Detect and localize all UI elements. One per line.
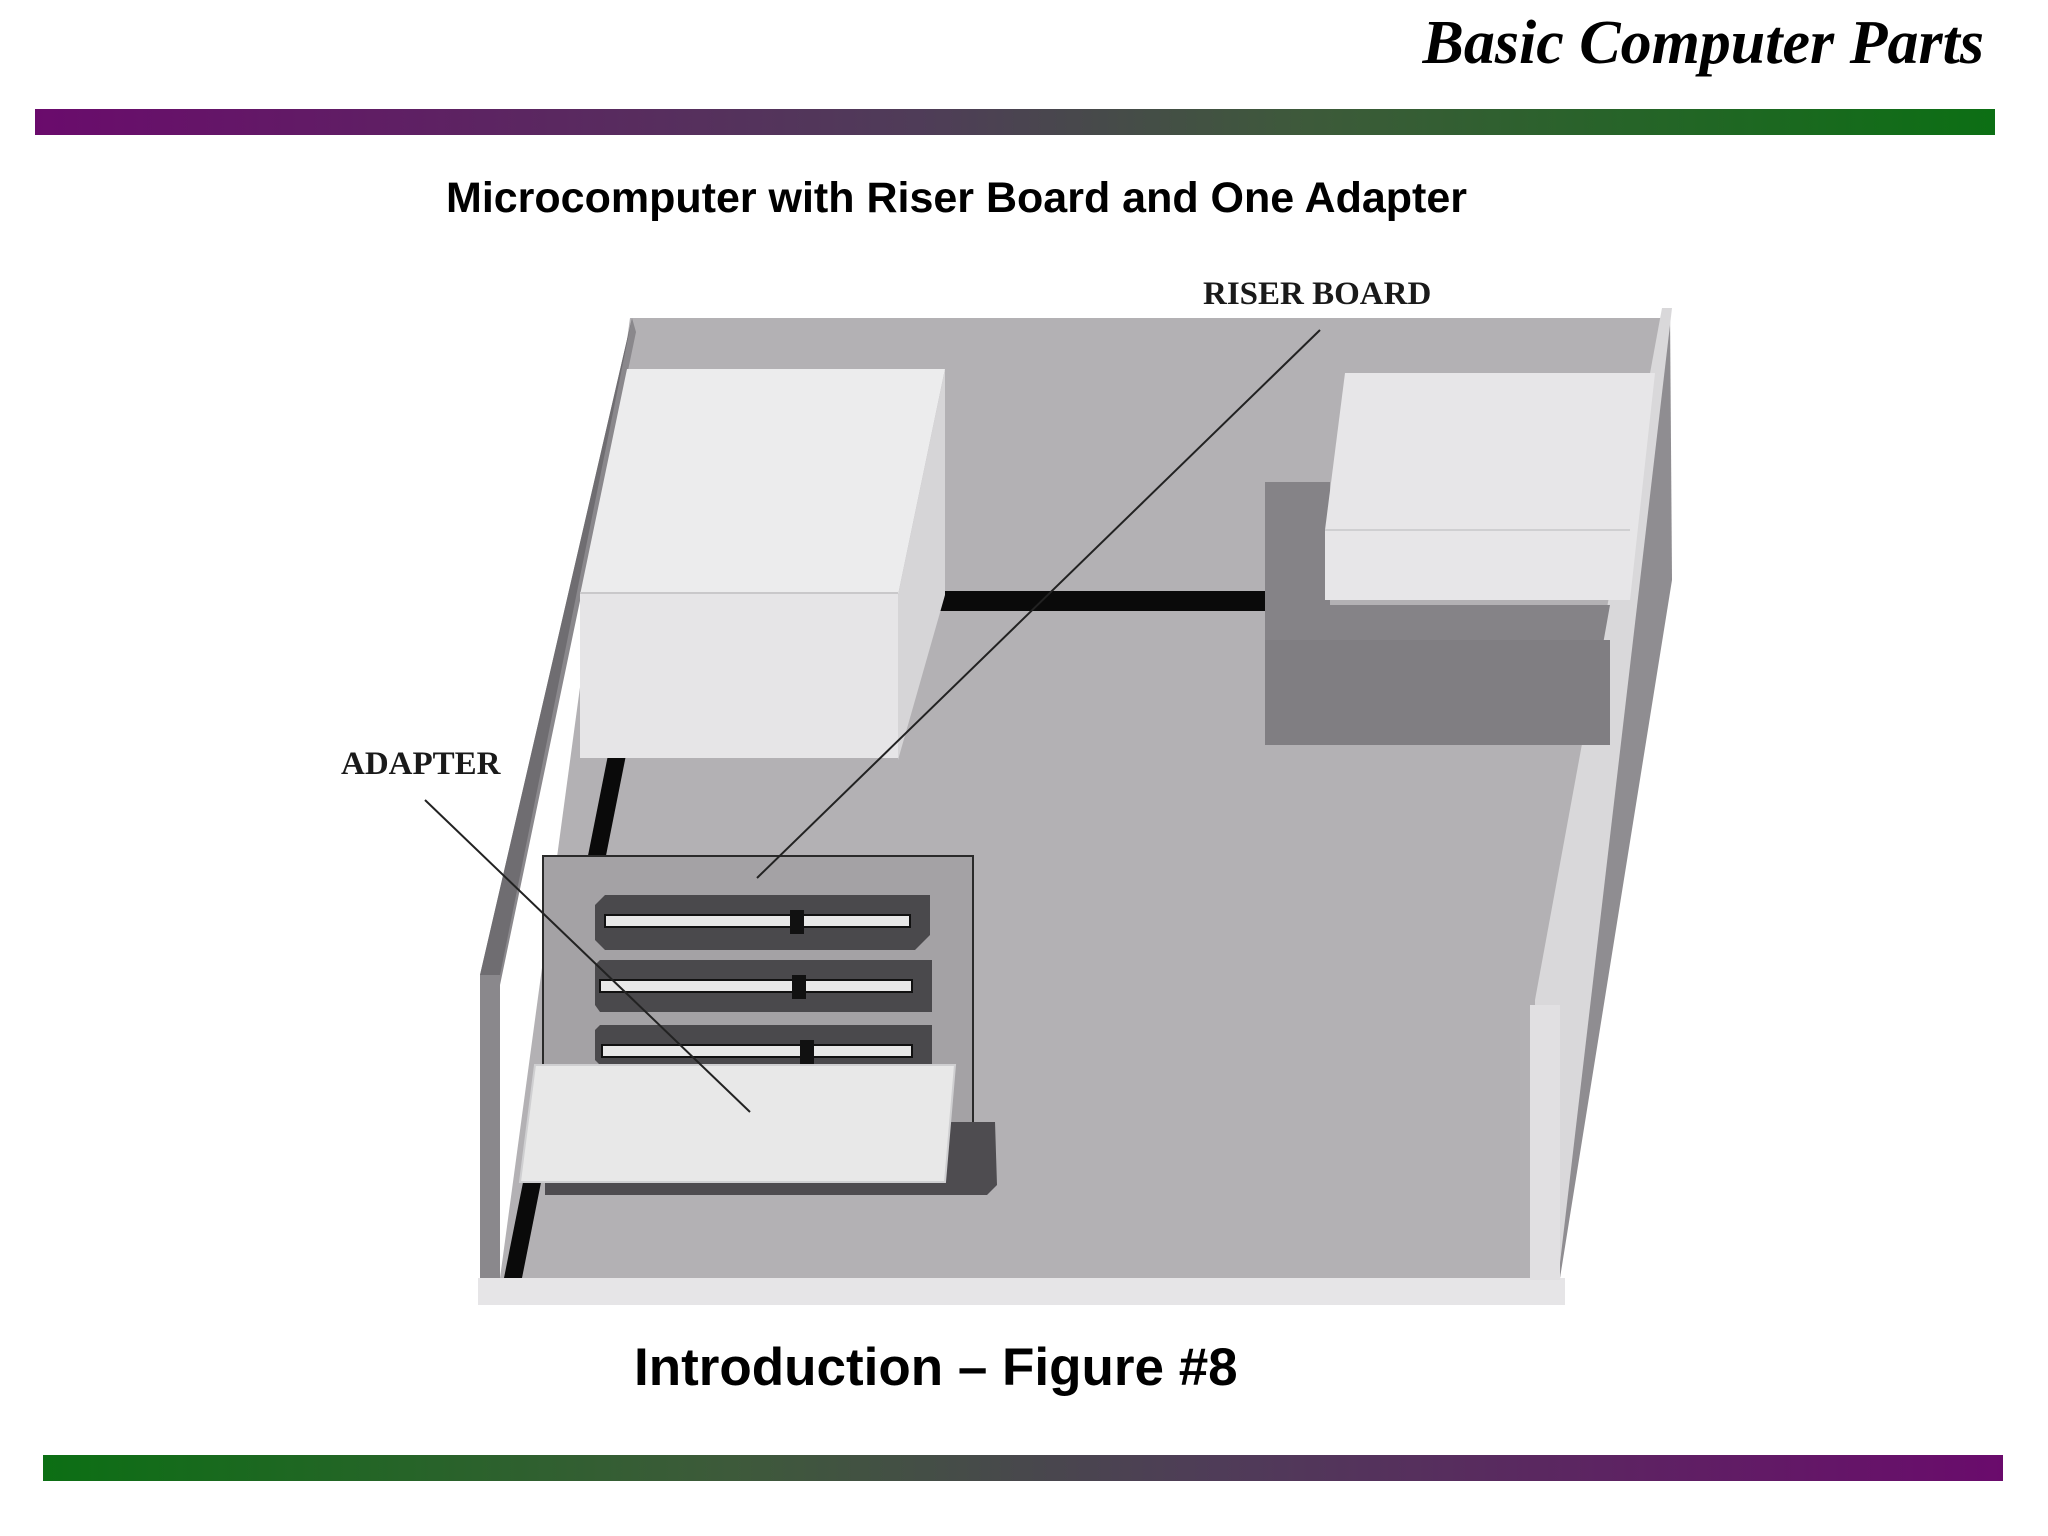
slide-title: Basic Computer Parts — [1422, 9, 1984, 77]
figure-caption: Introduction – Figure #8 — [634, 1338, 1238, 1397]
adapter-card — [518, 1064, 957, 1183]
expansion-slot-2 — [595, 960, 932, 1012]
cable-horizontal — [920, 591, 1270, 611]
adapter-callout-line — [424, 799, 751, 1113]
diagram-heading: Microcomputer with Riser Board and One A… — [446, 174, 1467, 222]
bottom-gradient-band — [43, 1455, 2003, 1481]
drive-bay-right — [1265, 373, 1655, 745]
riser-board-label: RISER BOARD — [1203, 276, 1431, 312]
expansion-slot-1 — [595, 895, 930, 950]
expansion-slot-3 — [595, 1025, 932, 1065]
chassis-left-wall — [480, 318, 636, 1278]
riser-board-callout-line — [756, 329, 1321, 879]
chassis-front-lip — [478, 1278, 1565, 1305]
drive-bay-left — [580, 369, 945, 760]
adapter-label: ADAPTER — [341, 746, 502, 782]
top-gradient-band — [35, 109, 1995, 135]
